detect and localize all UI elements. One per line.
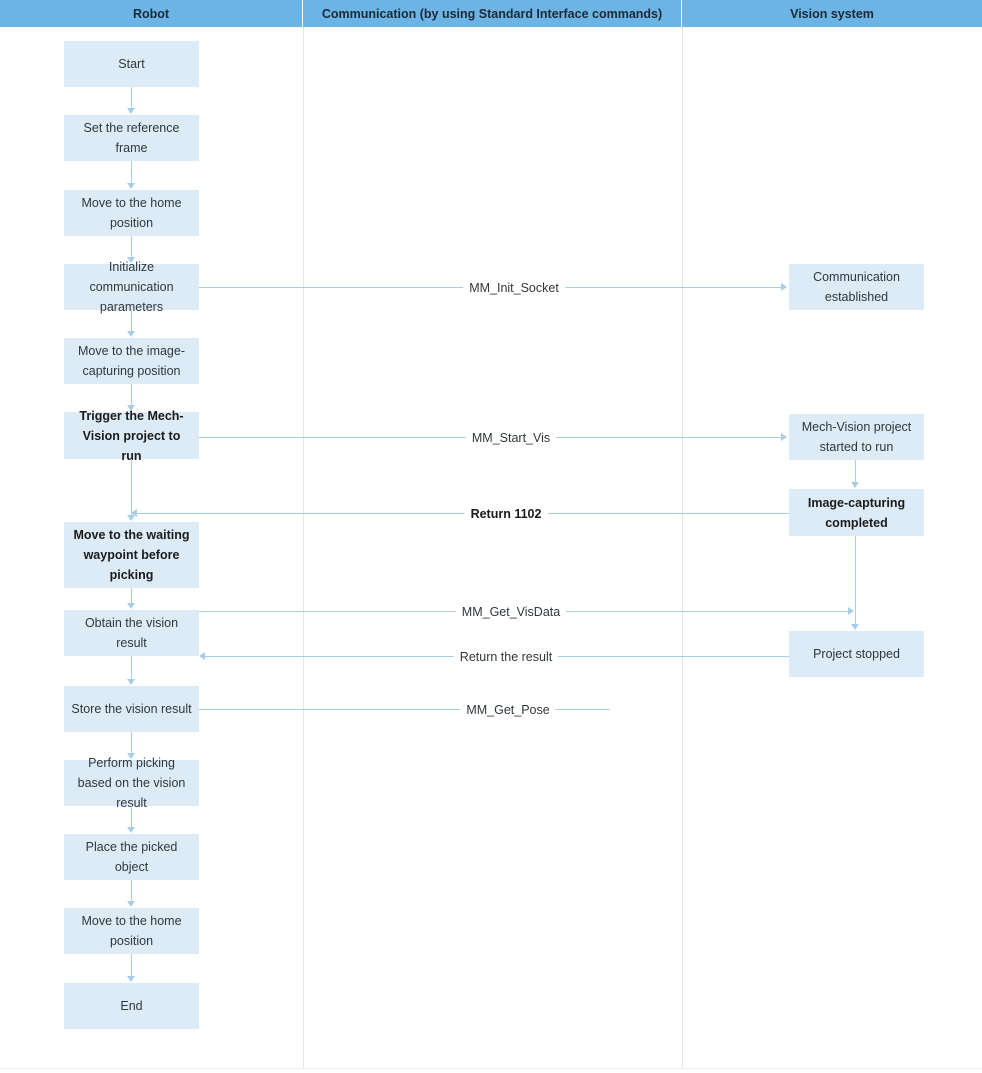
arrowhead-return-result <box>199 652 205 660</box>
node-move-home-position-1: Move to the home position <box>64 190 199 236</box>
node-set-reference-frame: Set the reference frame <box>64 115 199 161</box>
node-mech-vision-project-started: Mech-Vision project started to run <box>789 414 924 460</box>
connector-store-to-pick <box>131 732 133 754</box>
arrowhead-init-socket <box>781 283 787 291</box>
arrowhead-home1 <box>127 183 135 189</box>
node-store-vision-result: Store the vision result <box>64 686 199 732</box>
node-initialize-communication-parameters: Initialize communication parameters <box>64 260 199 314</box>
message-label-get-visdata: MM_Get_VisData <box>455 605 567 619</box>
message-label-return-result: Return the result <box>453 650 559 664</box>
node-move-image-capturing-position: Move to the image-capturing position <box>64 338 199 384</box>
arrowhead-home2 <box>127 901 135 907</box>
arrowhead-set-frame <box>127 108 135 114</box>
arrowhead-pick <box>127 753 135 759</box>
connector-move-capture-to-trigger <box>131 384 133 406</box>
connector-project-started-to-capture-done <box>855 460 857 483</box>
message-label-return-1102: Return 1102 <box>464 507 548 521</box>
connector-obtain-to-store <box>131 656 133 680</box>
arrowhead-get-visdata <box>848 607 854 615</box>
message-line-return-1102 <box>137 513 789 515</box>
connector-place-to-home2 <box>131 880 133 902</box>
arrowhead-obtain <box>127 603 135 609</box>
swimlane-header: Robot Communication (by using Standard I… <box>0 0 982 27</box>
arrowhead-capture-done <box>851 482 859 488</box>
lane-header-vision-system: Vision system <box>682 0 982 27</box>
node-image-capturing-completed: Image-capturing completed <box>789 489 924 536</box>
connector-init-comm-to-move-capture <box>131 310 133 332</box>
connector-trigger-to-waiting <box>131 459 133 516</box>
arrowhead-trigger <box>127 405 135 411</box>
arrowhead-place <box>127 827 135 833</box>
node-trigger-mech-vision-project: Trigger the Mech-Vision project to run <box>64 409 199 463</box>
arrowhead-start-vis <box>781 433 787 441</box>
arrowhead-move-capture <box>127 331 135 337</box>
connector-home1-to-init-comm <box>131 236 133 258</box>
node-place-picked-object: Place the picked object <box>64 834 199 880</box>
connector-start-to-set-frame <box>131 87 133 109</box>
node-obtain-vision-result: Obtain the vision result <box>64 610 199 656</box>
message-line-get-pose <box>199 709 610 711</box>
connector-capture-done-to-project-stopped <box>855 536 857 625</box>
message-label-init-socket: MM_Init_Socket <box>463 281 565 295</box>
node-project-stopped: Project stopped <box>789 631 924 677</box>
arrowhead-return-1102 <box>131 509 137 517</box>
connector-pick-to-place <box>131 806 133 828</box>
lane-divider-right <box>682 27 683 1068</box>
message-label-start-vis: MM_Start_Vis <box>465 431 557 445</box>
arrowhead-end <box>127 976 135 982</box>
connector-waiting-to-obtain <box>131 588 133 604</box>
lane-header-communication: Communication (by using Standard Interfa… <box>303 0 682 27</box>
diagram-bottom-border <box>0 1068 982 1069</box>
node-move-home-position-2: Move to the home position <box>64 908 199 954</box>
arrowhead-init-comm <box>127 257 135 263</box>
arrowhead-waiting <box>127 515 135 521</box>
node-communication-established: Communication established <box>789 264 924 310</box>
connector-set-frame-to-home1 <box>131 161 133 184</box>
lane-header-robot: Robot <box>0 0 303 27</box>
connector-home2-to-end <box>131 954 133 977</box>
arrowhead-store <box>127 679 135 685</box>
lane-divider-left <box>303 27 304 1068</box>
node-move-waiting-waypoint: Move to the waiting waypoint before pick… <box>64 522 199 588</box>
message-label-get-pose: MM_Get_Pose <box>460 703 556 717</box>
node-start: Start <box>64 41 199 87</box>
arrowhead-project-stopped <box>851 624 859 630</box>
node-end: End <box>64 983 199 1029</box>
node-perform-picking: Perform picking based on the vision resu… <box>64 756 199 810</box>
